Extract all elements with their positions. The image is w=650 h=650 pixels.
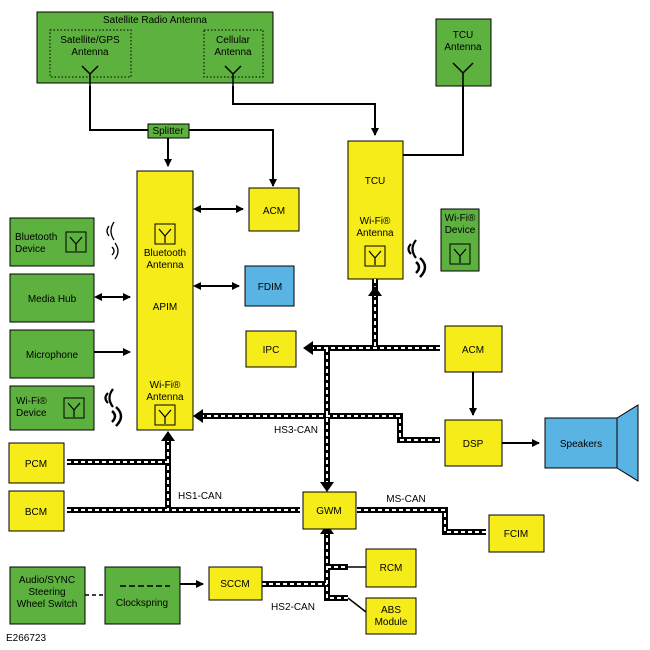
acm-top-label: ACM	[263, 206, 285, 217]
cellular-antenna-label-2: Antenna	[214, 47, 252, 58]
wifi-device-left: Wi-Fi® Device	[9, 385, 95, 431]
tcu-antenna-label-1: TCU	[453, 30, 474, 41]
gps-antenna-icon	[81, 65, 99, 86]
media-hub-label: Media Hub	[28, 294, 77, 305]
microphone: Microphone	[9, 329, 95, 379]
wifi-device-left-antenna-icon	[67, 402, 81, 417]
fcim: FCIM	[488, 514, 545, 553]
wifi-device-left-label-2: Device	[16, 408, 47, 419]
steering-switch-label-2: Steering	[28, 587, 65, 598]
abs-label-1: ABS	[381, 605, 401, 616]
rcm: RCM	[365, 548, 417, 588]
pcm-label: PCM	[25, 459, 47, 470]
microphone-label: Microphone	[26, 350, 79, 361]
apim-wifi-label-1: Wi-Fi®	[150, 380, 181, 391]
wifi-device-right-antenna-icon	[453, 248, 467, 263]
apim-bluetooth-label-1: Bluetooth	[144, 248, 186, 259]
hs2-can-label: HS2-CAN	[271, 602, 315, 613]
cellular-antenna-label-1: Cellular	[216, 35, 251, 46]
hs3-can-label: HS3-CAN	[274, 425, 318, 436]
fdim: FDIM	[244, 265, 295, 307]
splitter-label: Splitter	[152, 126, 184, 137]
bluetooth-waves-icon	[106, 221, 119, 260]
wireless-waves-icon	[407, 239, 427, 278]
wifi-device-left-label-1: Wi-Fi®	[16, 396, 47, 407]
acm-mid-label: ACM	[462, 345, 484, 356]
wifi-device-right: Wi-Fi® Device	[440, 208, 480, 272]
tcu-antenna-icon	[452, 62, 474, 86]
tcu-wifi-label-2: Antenna	[356, 228, 394, 239]
rcm-label: RCM	[380, 563, 403, 574]
wifi-device-right-label-1: Wi-Fi®	[445, 213, 476, 224]
ipc: IPC	[245, 330, 297, 368]
can-bus-lines	[67, 279, 486, 601]
acm-mid: ACM	[444, 325, 503, 373]
dsp: DSP	[444, 419, 503, 467]
bluetooth-device: Bluetooth Device	[9, 217, 95, 267]
pcm: PCM	[8, 442, 65, 484]
fcim-label: FCIM	[504, 529, 528, 540]
sccm-label: SCCM	[220, 579, 249, 590]
antenna-feed-lines	[89, 86, 464, 187]
wifi-waves-left-icon	[104, 388, 123, 427]
splitter: Splitter	[147, 123, 190, 139]
acm-top: ACM	[248, 187, 300, 232]
gps-antenna-label-1: Satellite/GPS	[60, 35, 120, 46]
apim-bluetooth-label-2: Antenna	[146, 260, 184, 271]
tcu-antenna: TCU Antenna	[435, 18, 492, 87]
tcu-antenna-label-2: Antenna	[444, 42, 482, 53]
bcm: BCM	[8, 490, 65, 532]
satellite-antenna-title: Satellite Radio Antenna	[103, 15, 207, 26]
steering-wheel-switch: Audio/SYNC Steering Wheel Switch	[9, 566, 86, 625]
steering-switch-label-3: Wheel Switch	[17, 599, 78, 610]
speakers-label: Speakers	[560, 439, 602, 450]
clockspring-label: Clockspring	[116, 598, 168, 609]
cellular-antenna-icon	[224, 65, 242, 86]
apim-wifi-label-2: Antenna	[146, 392, 184, 403]
gps-antenna-label-2: Antenna	[71, 47, 109, 58]
steering-switch-label-1: Audio/SYNC	[19, 575, 75, 586]
tcu-module: TCU Wi-Fi® Antenna	[347, 140, 404, 280]
bluetooth-device-label-1: Bluetooth	[15, 232, 57, 243]
bluetooth-antenna-icon	[158, 228, 172, 243]
wifi-antenna-icon	[158, 409, 172, 424]
bcm-label: BCM	[25, 507, 47, 518]
tcu-wifi-antenna-icon	[368, 250, 382, 265]
speaker-cone-icon	[616, 404, 639, 482]
abs-module: ABS Module	[365, 597, 417, 635]
fdim-label: FDIM	[258, 282, 282, 293]
clockspring: Clockspring	[104, 566, 181, 625]
gwm: GWM	[302, 491, 357, 530]
media-hub: Media Hub	[9, 273, 95, 323]
figure-id: E266723	[6, 633, 46, 644]
wifi-device-right-label-2: Device	[445, 225, 476, 236]
apim-label: APIM	[153, 302, 177, 313]
gwm-label: GWM	[316, 506, 342, 517]
tcu-wifi-label-1: Wi-Fi®	[360, 216, 391, 227]
hs1-can-label: HS1-CAN	[178, 491, 222, 502]
speakers: Speakers	[544, 404, 639, 482]
bluetooth-device-label-2: Device	[15, 244, 46, 255]
sccm: SCCM	[208, 566, 263, 601]
tcu-label: TCU	[365, 176, 386, 187]
dsp-label: DSP	[463, 439, 484, 450]
bluetooth-device-antenna-icon	[69, 236, 83, 251]
satellite-radio-antenna: Satellite Radio Antenna Satellite/GPS An…	[36, 11, 274, 86]
apim-module: Bluetooth Antenna APIM Wi-Fi® Antenna	[136, 170, 194, 431]
ipc-label: IPC	[263, 345, 280, 356]
abs-label-2: Module	[375, 617, 408, 628]
ms-can-label: MS-CAN	[386, 494, 425, 505]
